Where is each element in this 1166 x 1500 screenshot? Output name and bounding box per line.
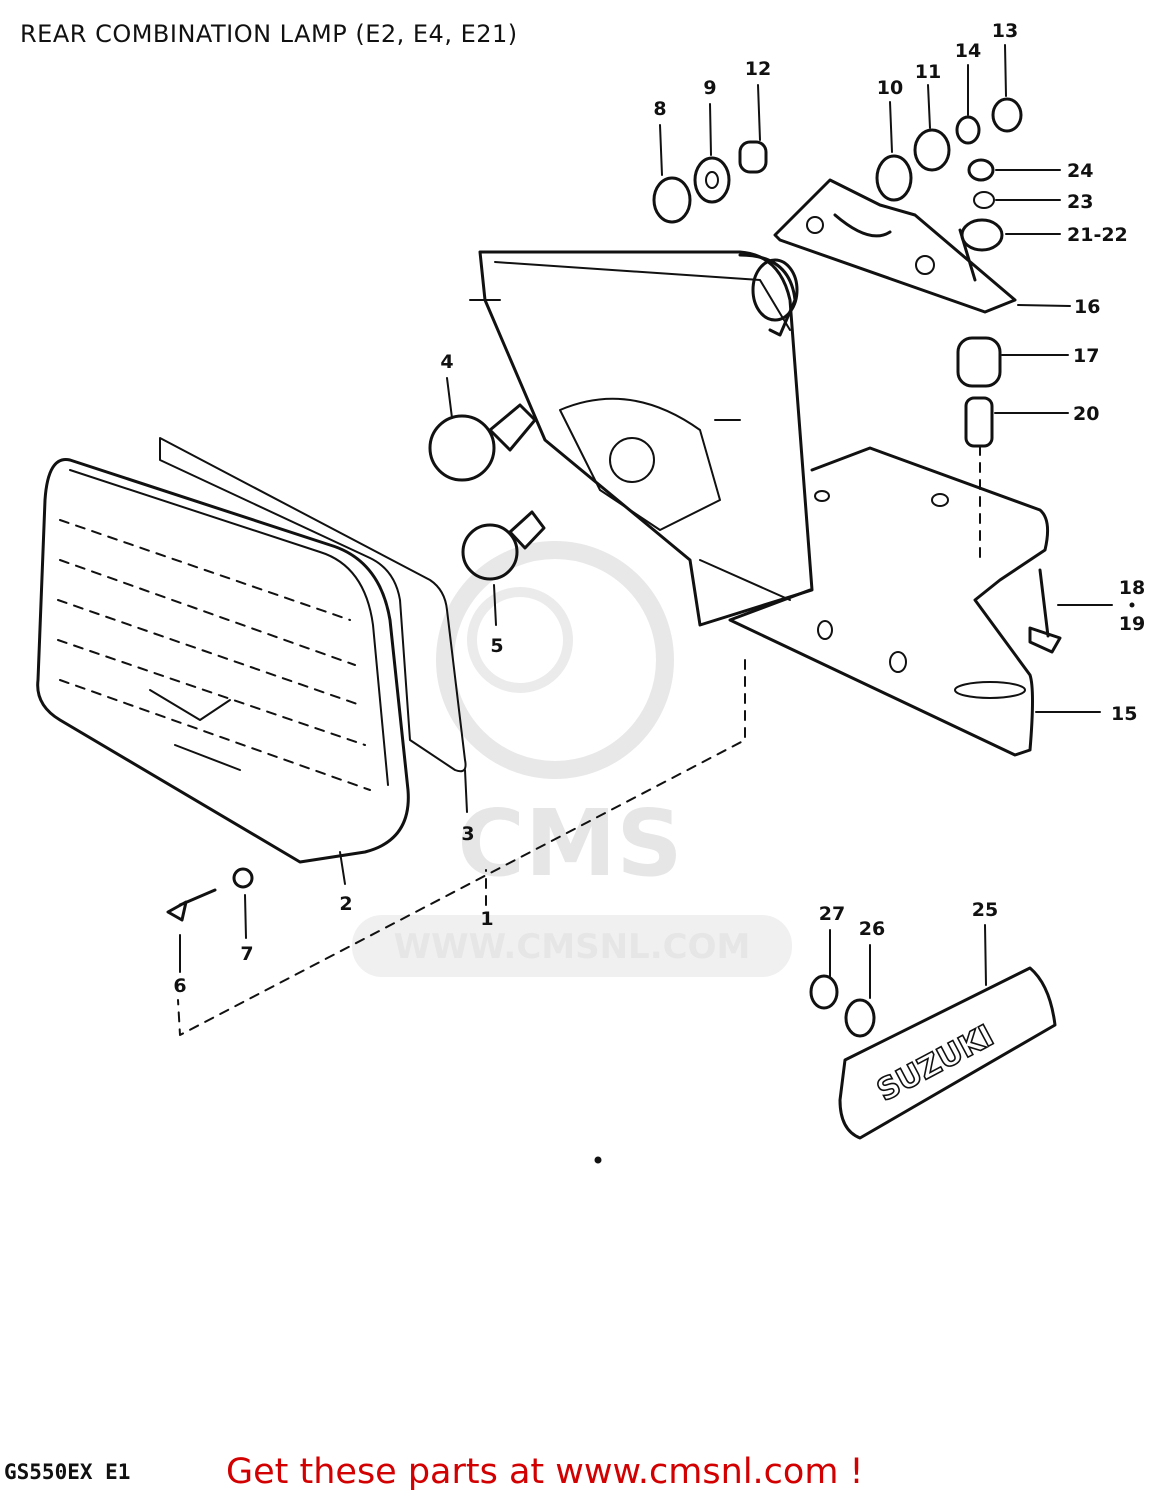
callout-11: 11 bbox=[915, 61, 941, 83]
callout-10: 10 bbox=[877, 77, 903, 99]
callout-19: 19 bbox=[1119, 613, 1145, 635]
callout-4: 4 bbox=[440, 351, 453, 373]
callout-23: 23 bbox=[1067, 191, 1093, 213]
callout-27: 27 bbox=[819, 903, 845, 925]
lens-screw-part bbox=[166, 888, 217, 922]
callout-1: 1 bbox=[480, 908, 493, 930]
leader-lines bbox=[177, 44, 1113, 1036]
callout-9: 9 bbox=[703, 77, 716, 99]
part-callouts: 1 2 3 4 5 6 7 8 9 10 11 12 13 14 15 16 1… bbox=[173, 20, 1145, 1164]
callout-8: 8 bbox=[653, 98, 666, 120]
lens-texture bbox=[57, 519, 371, 791]
callout-16: 16 bbox=[1074, 296, 1100, 318]
callout-15: 15 bbox=[1111, 703, 1137, 725]
callout-24: 24 bbox=[1067, 160, 1093, 182]
watermark-url: WWW.CMSNL.COM bbox=[394, 927, 751, 967]
callout-17: 17 bbox=[1073, 345, 1099, 367]
callout-25: 25 bbox=[972, 899, 998, 921]
license-plate-bracket-part bbox=[728, 446, 1050, 757]
stray-dot bbox=[594, 1156, 602, 1164]
lamp-housing-part bbox=[469, 250, 814, 627]
callout-14: 14 bbox=[955, 40, 981, 62]
callout-6: 6 bbox=[173, 975, 186, 997]
stop-tail-bulb-part bbox=[428, 403, 537, 482]
callout-3: 3 bbox=[461, 823, 474, 845]
small-hardware bbox=[652, 97, 1023, 563]
callout-20: 20 bbox=[1073, 403, 1099, 425]
callout-12: 12 bbox=[745, 58, 771, 80]
watermark-brand: CMS bbox=[457, 790, 682, 897]
callout-7: 7 bbox=[240, 943, 253, 965]
buy-parts-link[interactable]: Get these parts at www.cmsnl.com ! bbox=[226, 1452, 864, 1492]
page-title: REAR COMBINATION LAMP (E2, E4, E21) bbox=[20, 20, 518, 48]
lens-part bbox=[36, 458, 410, 864]
plate-holes bbox=[814, 490, 1026, 699]
callout-18: 18 bbox=[1119, 577, 1145, 599]
callout-13: 13 bbox=[992, 20, 1018, 42]
emblem-part: SUZUKI bbox=[809, 966, 1057, 1140]
signal-bulb-part bbox=[461, 510, 546, 581]
callout-5: 5 bbox=[490, 635, 503, 657]
gasket-part bbox=[159, 437, 467, 773]
callout-21-22: 21-22 bbox=[1067, 224, 1128, 246]
callout-2: 2 bbox=[339, 893, 352, 915]
plate-screw-part bbox=[1028, 568, 1062, 654]
lens-nut-part bbox=[232, 867, 254, 889]
model-code-label: GS550EX E1 bbox=[4, 1460, 131, 1484]
callout-26: 26 bbox=[859, 918, 885, 940]
cmsnl-watermark: CMS WWW.CMSNL.COM bbox=[352, 541, 792, 977]
